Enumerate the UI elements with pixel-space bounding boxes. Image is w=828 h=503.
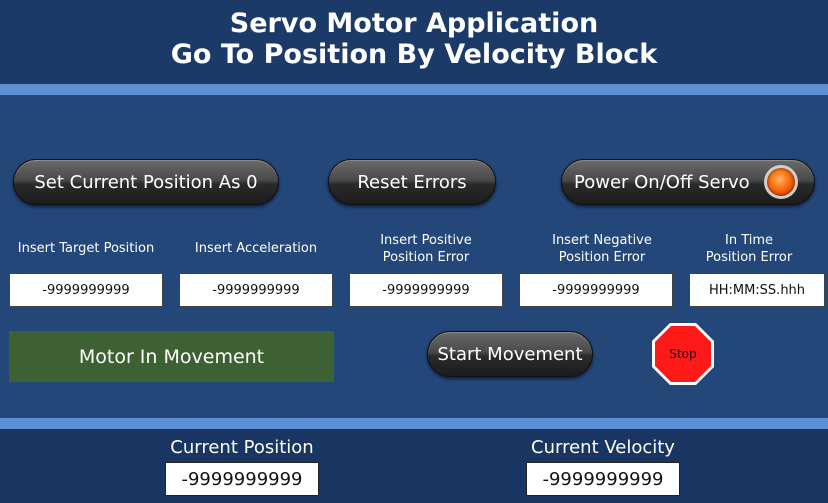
power-led-icon	[763, 165, 798, 199]
acceleration-input[interactable]: -9999999999	[179, 273, 333, 307]
header-divider	[0, 84, 828, 95]
negative-error-label-line-1: Insert Negative	[552, 233, 652, 248]
negative-error-label-line-2: Position Error	[558, 250, 646, 265]
positive-error-input[interactable]: -9999999999	[349, 273, 503, 307]
positive-error-label-line-1: Insert Positive	[380, 233, 472, 248]
target-position-label: Insert Target Position	[17, 241, 155, 256]
current-position-display: -9999999999	[165, 462, 319, 496]
in-time-error-input[interactable]: HH:MM:SS.hhh	[689, 273, 825, 307]
footer-divider	[0, 418, 828, 429]
stop-octagon-icon	[652, 323, 714, 385]
stop-button[interactable]: Stop	[651, 322, 715, 386]
set-position-zero-button[interactable]: Set Current Position As 0	[13, 159, 279, 205]
current-velocity-display: -9999999999	[526, 462, 680, 496]
footer-bar: Current Position -9999999999 Current Vel…	[0, 429, 828, 503]
set-position-zero-label: Set Current Position As 0	[34, 171, 258, 193]
reset-errors-button[interactable]: Reset Errors	[328, 159, 496, 205]
motor-status-indicator: Motor In Movement	[9, 331, 334, 382]
page-title: Servo Motor Application Go To Position B…	[0, 8, 828, 70]
negative-error-label: Insert Negative Position Error	[519, 232, 685, 266]
header-bar: Servo Motor Application Go To Position B…	[0, 0, 828, 84]
current-velocity-label: Current Velocity	[531, 437, 675, 458]
target-position-input[interactable]: -9999999999	[9, 273, 163, 307]
start-movement-label: Start Movement	[437, 343, 583, 365]
current-position-label: Current Position	[170, 437, 314, 458]
stop-label: Stop	[669, 347, 697, 361]
reset-errors-label: Reset Errors	[357, 171, 467, 193]
power-servo-button[interactable]: Power On/Off Servo	[561, 159, 815, 205]
positive-error-label-line-2: Position Error	[382, 250, 470, 265]
in-time-error-label-line-2: Position Error	[705, 250, 793, 265]
title-line-2: Go To Position By Velocity Block	[170, 39, 658, 70]
in-time-error-label: In Time Position Error	[689, 232, 809, 266]
positive-error-label: Insert Positive Position Error	[349, 232, 503, 266]
acceleration-label: Insert Acceleration	[194, 241, 318, 256]
power-servo-label: Power On/Off Servo	[574, 171, 750, 193]
negative-error-input[interactable]: -9999999999	[519, 273, 673, 307]
in-time-error-label-line-1: In Time	[724, 233, 774, 248]
start-movement-button[interactable]: Start Movement	[427, 331, 593, 377]
title-line-1: Servo Motor Application	[229, 8, 599, 39]
